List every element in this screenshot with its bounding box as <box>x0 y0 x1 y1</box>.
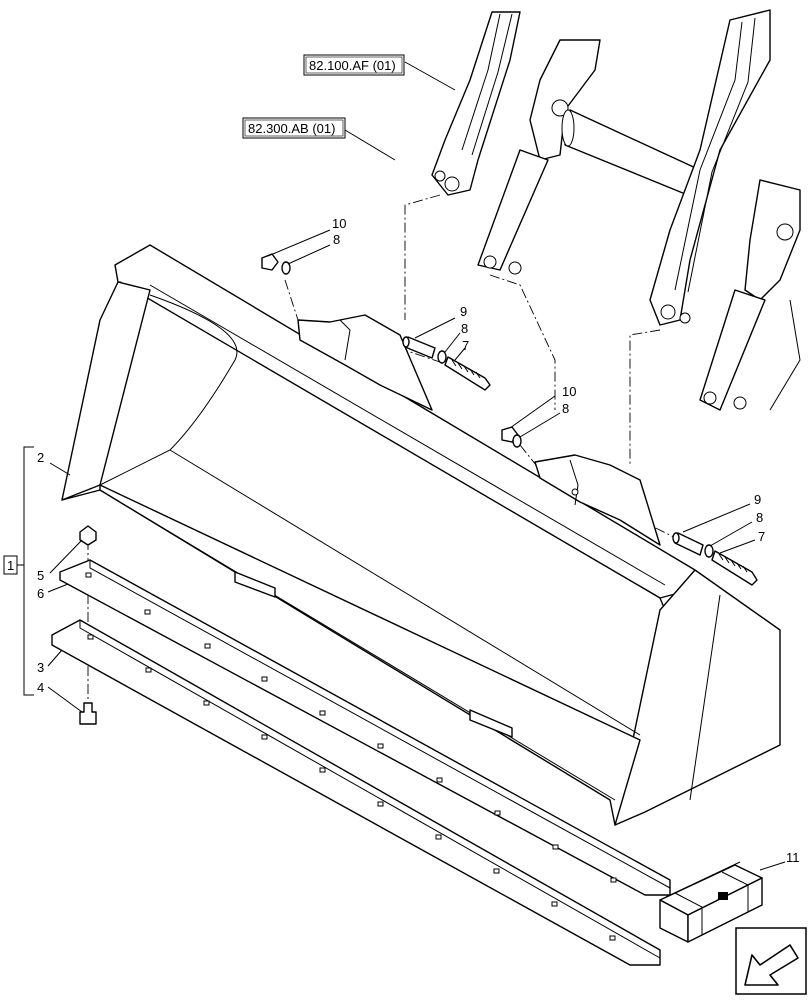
callout-9-right: 9 <box>754 492 761 507</box>
hardware-left <box>261 253 491 391</box>
assembly-label-box <box>3 555 18 575</box>
callout-2: 2 <box>37 450 44 465</box>
reference-82300-label[interactable]: 82.300.AB (01) <box>248 121 335 136</box>
callout-7-left: 7 <box>462 338 469 353</box>
callout-9-left: 9 <box>460 304 467 319</box>
loader-arms <box>431 9 801 411</box>
arrow-down-left-icon[interactable] <box>735 927 807 995</box>
callout-8-left-lower: 8 <box>461 321 468 336</box>
parts-box-icon <box>659 861 763 943</box>
reference-82100-label[interactable]: 82.100.AF (01) <box>309 58 396 73</box>
callout-7-right: 7 <box>758 529 765 544</box>
strip-holes-upper <box>85 572 617 883</box>
callout-8-right-lower: 8 <box>756 510 763 525</box>
reference-82300[interactable]: 82.300.AB (01) <box>242 117 346 139</box>
bucket <box>61 244 781 826</box>
callout-4: 4 <box>37 680 44 695</box>
callout-8-left: 8 <box>333 232 340 247</box>
callout-numbers: 10 8 9 8 7 10 8 9 8 7 2 5 6 3 4 11 <box>37 216 800 865</box>
callout-8-right: 8 <box>562 401 569 416</box>
hardware-right <box>501 426 758 586</box>
assembly-label: 1 <box>7 558 14 573</box>
reference-82100[interactable]: 82.100.AF (01) <box>303 54 405 76</box>
callout-6: 6 <box>37 586 44 601</box>
callout-10-right: 10 <box>562 384 576 399</box>
callout-11: 11 <box>786 850 800 865</box>
callout-10-left: 10 <box>332 216 346 231</box>
assembly-bracket: 1 <box>3 446 34 696</box>
leader-lines <box>47 61 786 871</box>
strip-holes-lower <box>87 634 616 941</box>
callout-5: 5 <box>37 568 44 583</box>
callout-3: 3 <box>37 660 44 675</box>
